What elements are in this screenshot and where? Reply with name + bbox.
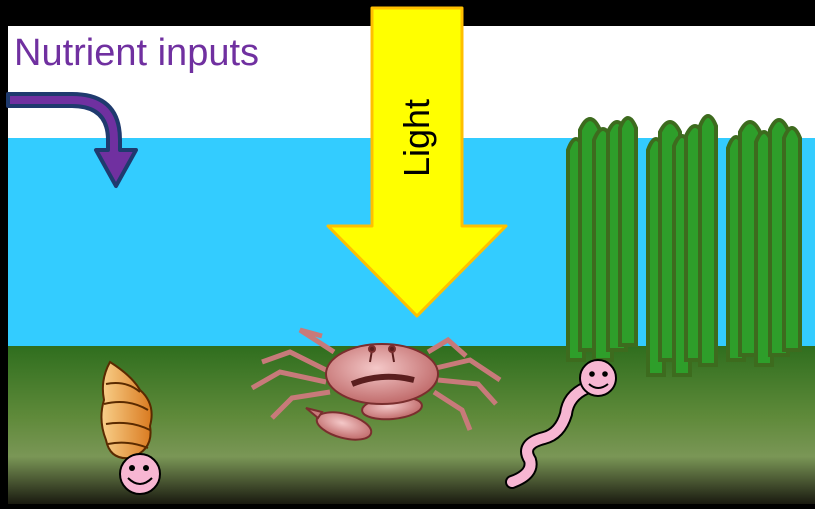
light-label: Light xyxy=(399,99,435,177)
seagrass-icon xyxy=(568,116,800,375)
nutrient-inputs-label: Nutrient inputs xyxy=(14,34,259,72)
